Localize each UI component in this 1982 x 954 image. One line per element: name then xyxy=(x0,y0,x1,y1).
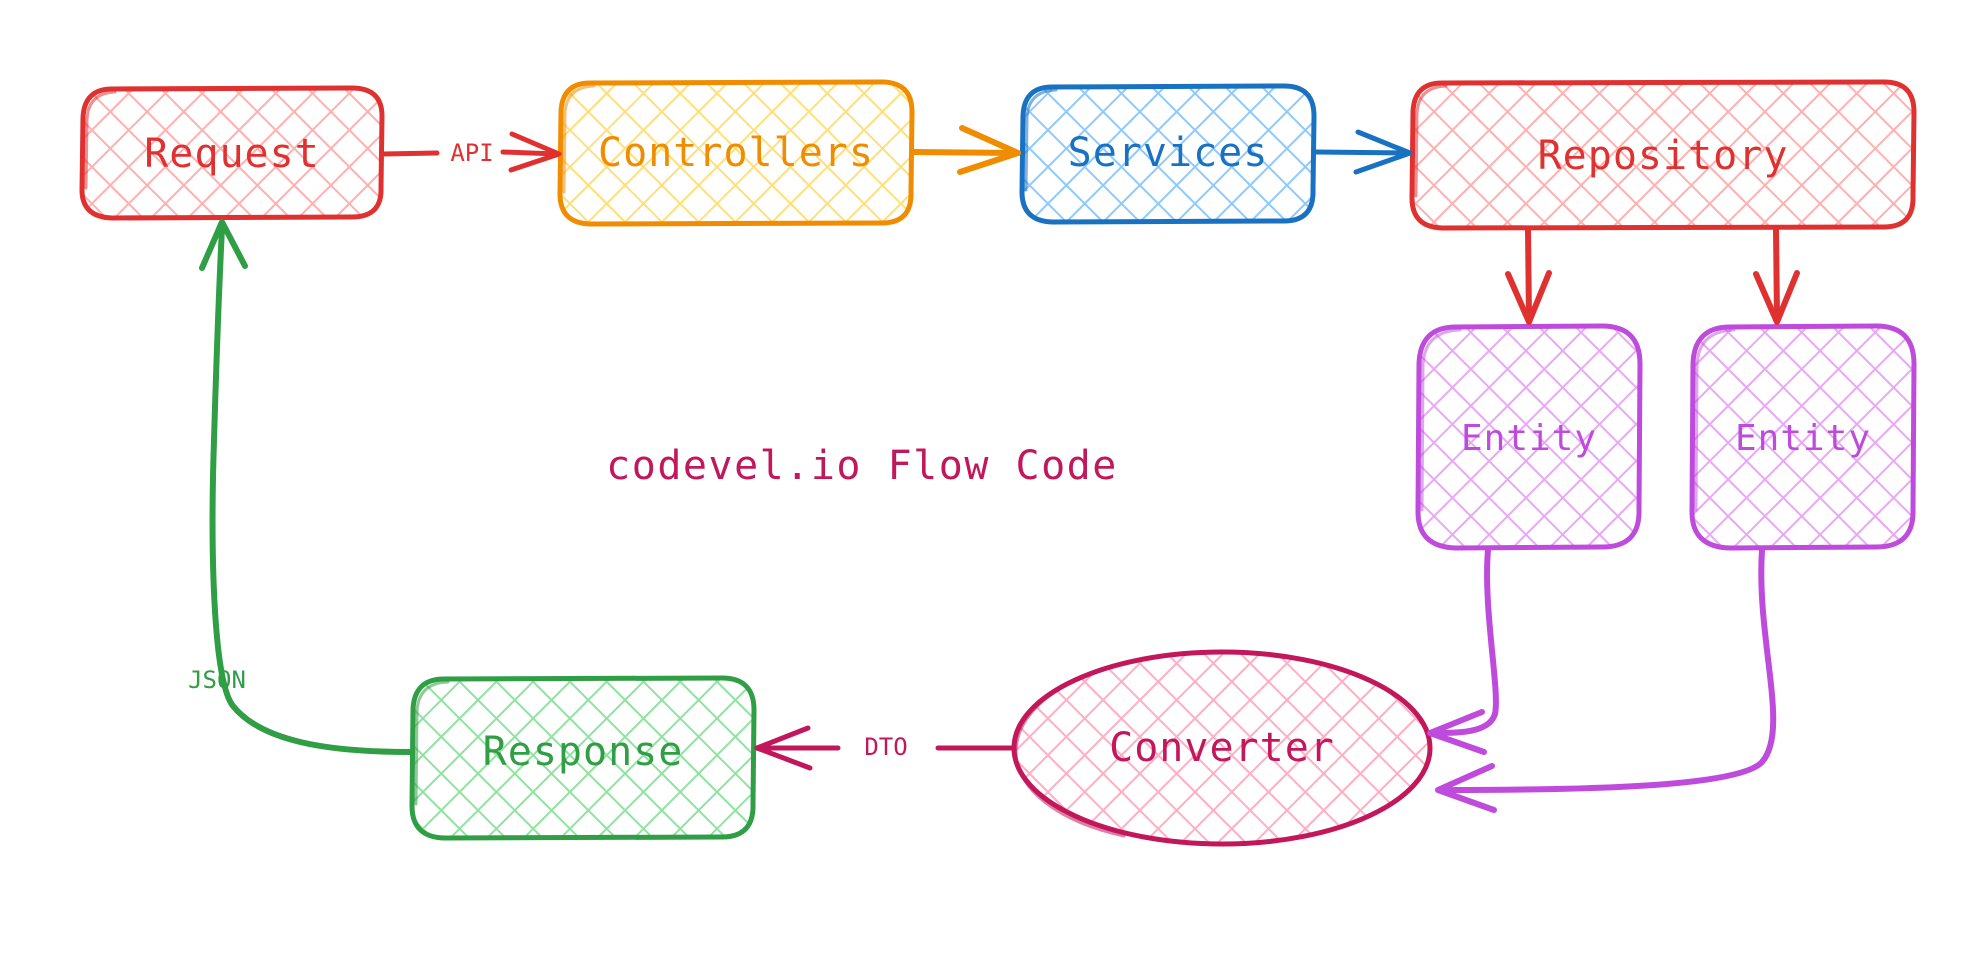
edge-label-dto: DTO xyxy=(864,733,907,761)
edge-services-to-repository xyxy=(1313,129,1413,175)
node-repository-fill xyxy=(1412,82,1914,228)
node-entity-left[interactable]: Entity xyxy=(1415,323,1643,551)
node-entity-right-outline xyxy=(1689,323,1917,551)
edge-response-to-request-arrowhead xyxy=(199,219,248,271)
edge-controllers-to-services-line xyxy=(911,149,1019,156)
node-services[interactable]: Services xyxy=(1019,83,1317,225)
node-response-label: Response xyxy=(483,729,684,775)
node-response-outline xyxy=(409,675,757,841)
edge-label-api: API xyxy=(450,139,493,167)
node-controllers-label: Controllers xyxy=(598,130,874,176)
edge-controllers-to-services xyxy=(911,125,1021,175)
node-entity-right-fill xyxy=(1692,326,1914,548)
node-converter-fill xyxy=(1014,652,1430,844)
node-controllers-outline xyxy=(557,79,915,227)
edge-entity-right-to-converter xyxy=(1435,547,1777,813)
node-entity-right[interactable]: Entity xyxy=(1689,323,1917,551)
node-request-outline xyxy=(79,85,385,221)
edge-response-to-request: JSON xyxy=(188,219,413,755)
node-repository-label: Repository xyxy=(1538,133,1789,179)
edge-entity-left-to-converter-line xyxy=(1437,547,1499,736)
node-request-label: Request xyxy=(144,131,320,177)
edge-entity-left-to-converter xyxy=(1427,547,1499,755)
node-controllers[interactable]: Controllers xyxy=(557,79,915,227)
edge-services-to-repository-line xyxy=(1313,149,1411,156)
edge-repository-to-entity-left-arrowhead xyxy=(1505,270,1552,325)
edge-repository-to-entity-left-line xyxy=(1525,227,1532,321)
edge-label-json: JSON xyxy=(188,666,246,694)
edge-response-to-request-line xyxy=(209,225,413,755)
edge-entity-left-to-converter-arrowhead xyxy=(1427,709,1487,755)
node-repository[interactable]: Repository xyxy=(1409,79,1917,231)
node-converter[interactable]: Converter xyxy=(1011,649,1433,847)
edge-converter-to-response: DTO xyxy=(754,725,1017,771)
edge-entity-right-to-converter-line xyxy=(1445,547,1777,793)
node-request-fill xyxy=(82,88,382,218)
node-response[interactable]: Response xyxy=(409,675,757,841)
edge-services-to-repository-arrowhead xyxy=(1353,129,1413,175)
node-controllers-outline-sketch xyxy=(562,84,596,194)
node-request[interactable]: Request xyxy=(79,85,385,221)
node-services-fill xyxy=(1022,86,1314,222)
edge-repository-to-entity-right xyxy=(1753,227,1800,325)
node-repository-outline-sketch xyxy=(1414,84,1448,198)
node-repository-outline xyxy=(1409,79,1917,231)
node-converter-label: Converter xyxy=(1109,725,1335,771)
node-entity-left-outline-sketch xyxy=(1420,328,1462,512)
edge-controllers-to-services-arrowhead xyxy=(957,125,1021,175)
node-entity-right-label: Entity xyxy=(1735,418,1871,459)
node-controllers-fill xyxy=(560,82,912,224)
edge-repository-to-entity-right-line xyxy=(1773,227,1780,321)
node-entity-left-label: Entity xyxy=(1461,418,1597,459)
node-response-outline-sketch xyxy=(414,680,450,806)
edge-request-to-controllers-line-b xyxy=(500,149,560,157)
edge-request-to-controllers-arrowhead xyxy=(508,131,562,173)
edge-entity-right-to-converter-arrowhead xyxy=(1435,763,1497,813)
node-services-outline xyxy=(1019,83,1317,225)
edge-request-to-controllers: API xyxy=(380,131,562,173)
node-services-label: Services xyxy=(1068,130,1269,176)
diagram-title: codevel.io Flow Code xyxy=(606,443,1118,489)
node-entity-left-outline xyxy=(1415,323,1643,551)
node-entity-left-fill xyxy=(1418,326,1640,548)
node-request-outline-sketch xyxy=(84,90,117,190)
edge-converter-to-response-arrowhead xyxy=(754,725,813,771)
node-response-fill xyxy=(412,678,754,838)
edge-repository-to-entity-left xyxy=(1505,227,1552,325)
edge-repository-to-entity-right-arrowhead xyxy=(1753,270,1800,325)
node-services-outline-sketch xyxy=(1024,88,1058,192)
node-converter-outline-sketch xyxy=(1014,651,1202,838)
node-entity-right-outline-sketch xyxy=(1694,328,1736,512)
edge-request-to-controllers-line-a xyxy=(380,150,440,157)
